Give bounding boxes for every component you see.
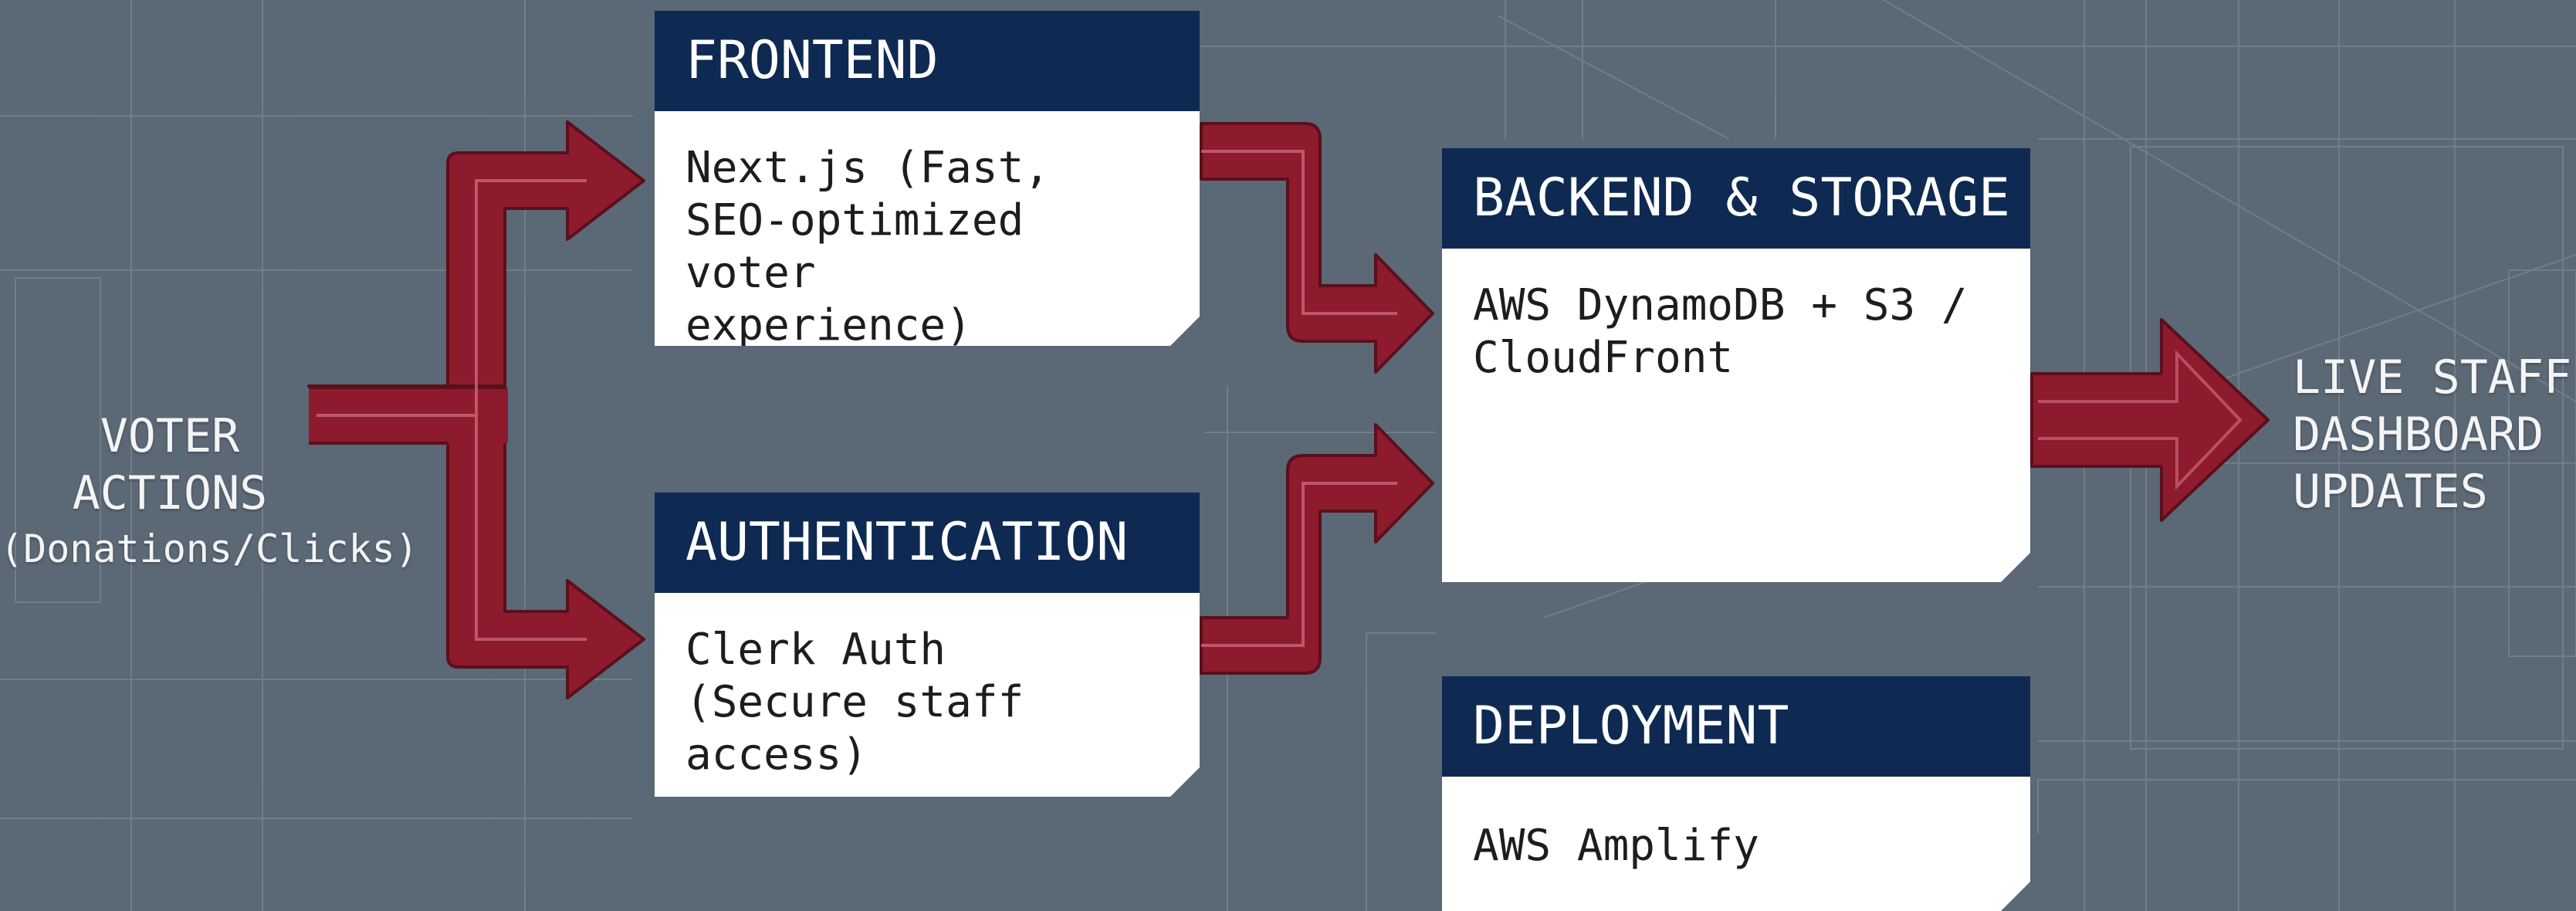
- frontend-header: FRONTEND: [655, 11, 1200, 111]
- backend-storage-header: BACKEND & STORAGE: [1442, 148, 2030, 249]
- frontend-card: FRONTEND Next.js (Fast, SEO-optimized vo…: [655, 11, 1200, 346]
- deployment-header: DEPLOYMENT: [1442, 676, 2030, 777]
- dashboard-updates-label: LIVE STAFF DASHBOARD UPDATES: [2293, 351, 2572, 519]
- backend-storage-body: AWS DynamoDB + S3 / CloudFront: [1473, 280, 1968, 383]
- authentication-body: Clerk Auth (Secure staff access): [685, 625, 1024, 780]
- backend-storage-card: BACKEND & STORAGE AWS DynamoDB + S3 / Cl…: [1442, 148, 2030, 582]
- frontend-body: Next.js (Fast, SEO-optimized voter exper…: [685, 143, 1051, 351]
- voter-actions-label: VOTER ACTIONS (Donations/Clicks): [0, 351, 418, 633]
- split-arrow: [307, 120, 645, 699]
- deployment-card: DEPLOYMENT AWS Amplify: [1442, 676, 2030, 911]
- voter-actions-title: VOTER ACTIONS: [72, 409, 268, 520]
- voter-actions-subtitle: (Donations/Clicks): [0, 527, 418, 571]
- authentication-header: AUTHENTICATION: [655, 493, 1200, 593]
- deployment-body: AWS Amplify: [1473, 821, 1759, 871]
- authentication-card: AUTHENTICATION Clerk Auth (Secure staff …: [655, 493, 1200, 797]
- arrow-frontend-to-backend: [1200, 122, 1434, 374]
- arrow-backend-to-dashboard: [2030, 318, 2270, 522]
- arrow-auth-to-backend: [1200, 423, 1434, 675]
